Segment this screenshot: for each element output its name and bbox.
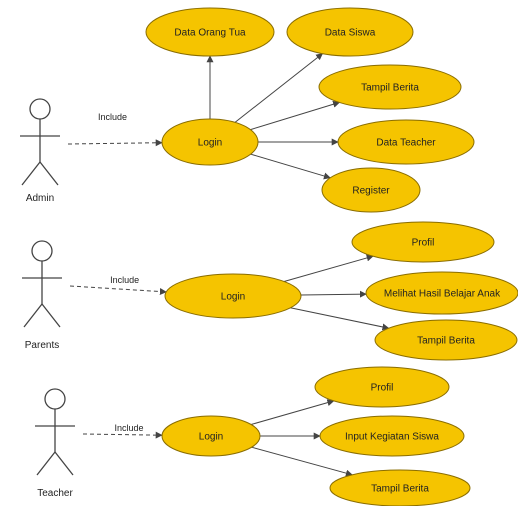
use-case-label: Profil [371,383,394,394]
use-case-data_teacher: Data Teacher [337,119,475,165]
association-login_admin-register [250,153,331,180]
use-case-tampil_berita_parents: Tampil Berita [374,319,518,361]
include-relation-parents [69,285,167,296]
use-case-label: Tampil Berita [361,83,419,94]
actor-left-leg [21,161,41,186]
association-login_teacher-tampil_berita_teacher [251,446,353,477]
actor-label-admin: Admin [26,193,54,204]
use-case-label: Login [198,138,222,149]
use-case-label: Register [352,186,390,197]
actor-parents: Parents [22,240,62,351]
use-case-ellipse [319,415,465,457]
use-case-ellipse [164,273,302,319]
use-case-input_kegiatan: Input Kegiatan Siswa [319,415,465,457]
use-case-ellipse [314,366,450,408]
include-relation-admin [67,139,163,147]
association-login_parents-tampil_berita_parents [290,307,390,331]
actor-right-leg [41,303,61,328]
association-login_teacher-profil_teacher [250,399,335,425]
actor-teacher: Teacher [35,388,75,499]
actor-head [29,98,51,120]
use-case-melihat_hasil: Melihat Hasil Belajar Anak [365,271,518,315]
actor-head [44,388,66,410]
actor-label-parents: Parents [25,340,59,351]
association-login_parents-profil_parents [283,254,374,282]
use-case-label: Profil [412,238,435,249]
actor-left-leg [36,451,56,476]
include-label-teacher: Include [115,423,144,433]
include-label-admin: Include [98,112,127,122]
association-login_admin-tampil_berita_admin [250,100,341,131]
use-case-label: Data Teacher [376,138,436,149]
use-case-ellipse [145,7,275,57]
use-case-ellipse [329,469,471,506]
use-case-ellipse [161,118,259,166]
use-case-ellipse [286,7,414,57]
use-case-ellipse [374,319,518,361]
use-case-data_orang_tua: Data Orang Tua [145,7,275,57]
actor-head [31,240,53,262]
use-case-login_admin: Login [161,118,259,166]
use-case-tampil_berita_admin: Tampil Berita [318,64,462,110]
association-login_parents-melihat_hasil [300,290,367,298]
actor-left-leg [23,303,43,328]
use-case-label: Data Siswa [325,28,376,39]
use-case-ellipse [351,221,495,263]
use-case-label: Melihat Hasil Belajar Anak [384,289,501,300]
use-case-label: Login [221,292,245,303]
use-case-ellipse [321,167,421,213]
include-relation-teacher [82,431,163,439]
use-case-ellipse [365,271,518,315]
actor-right-leg [39,161,59,186]
use-case-label: Tampil Berita [371,484,429,495]
use-case-login_parents: Login [164,273,302,319]
use-case-label: Tampil Berita [417,336,475,347]
use-case-register: Register [321,167,421,213]
use-case-ellipse [318,64,462,110]
association-login_admin-data_siswa [234,53,324,123]
use-case-label: Data Orang Tua [174,28,246,39]
use-case-ellipse [337,119,475,165]
use-case-login_teacher: Login [161,415,261,457]
actor-admin: Admin [20,98,60,204]
use-case-label: Login [199,432,223,443]
include-label-parents: Include [110,275,139,285]
use-case-data_siswa: Data Siswa [286,7,414,57]
use-case-ellipse [161,415,261,457]
use-case-tampil_berita_teacher: Tampil Berita [329,469,471,506]
use-case-profil_teacher: Profil [314,366,450,408]
actor-right-leg [54,451,74,476]
use-case-label: Input Kegiatan Siswa [345,432,439,443]
use-case-profil_parents: Profil [351,221,495,263]
actor-label-teacher: Teacher [37,488,73,499]
